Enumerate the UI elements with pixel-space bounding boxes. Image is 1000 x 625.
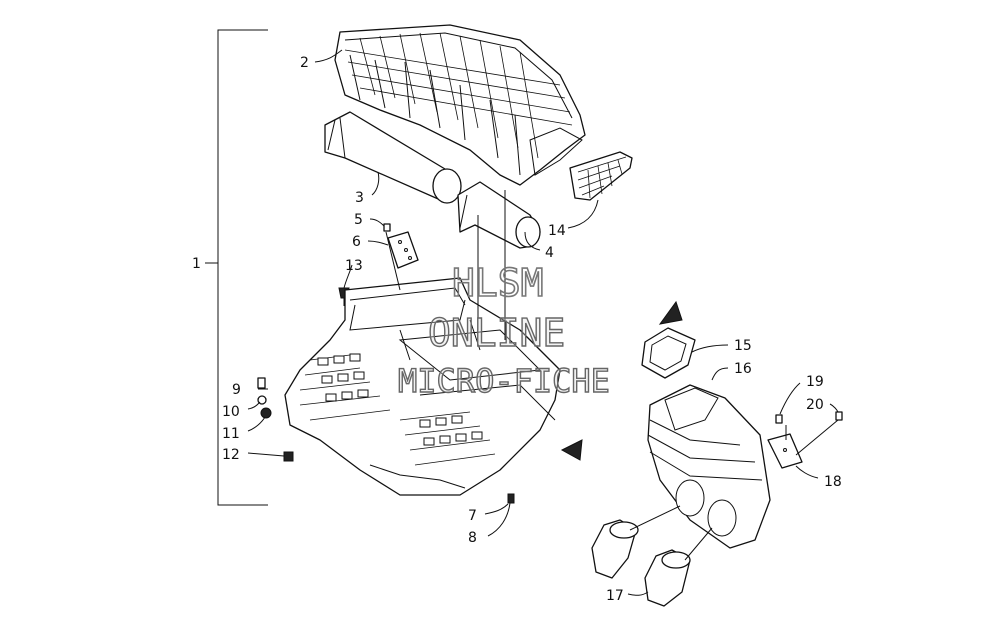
direction-arrows xyxy=(560,300,683,461)
callout-4: 4 xyxy=(545,245,554,261)
watermark-line-1: HLSM xyxy=(452,261,544,305)
callout-20: 20 xyxy=(806,397,824,413)
intake-manifold-part xyxy=(334,24,586,186)
screw-5-part xyxy=(383,223,391,232)
fastener-stack xyxy=(257,377,294,462)
bolt-8-part xyxy=(507,493,515,504)
screw-20-part xyxy=(835,411,843,421)
bracket-plate-part xyxy=(387,231,419,269)
airbox-16-part xyxy=(647,384,771,549)
callout-9: 9 xyxy=(232,382,241,398)
watermark: HLSM ONLINE MICRO-FICHE xyxy=(397,260,610,401)
gasket-15-part xyxy=(641,327,696,379)
callout-1: 1 xyxy=(192,256,201,272)
watermark-line-3: MICRO-FICHE xyxy=(398,362,610,400)
callout-7: 7 xyxy=(468,508,477,524)
direction-arrow-up xyxy=(658,300,683,325)
callout-8: 8 xyxy=(468,530,477,546)
right-intake-tube-part xyxy=(457,181,541,249)
callout-18: 18 xyxy=(824,474,842,490)
watermark-line-2: ONLINE xyxy=(428,311,565,355)
nut-12-part xyxy=(283,451,294,462)
clip-18-part xyxy=(767,433,803,469)
callout-17: 17 xyxy=(606,588,624,604)
callout-16: 16 xyxy=(734,361,752,377)
coupler-17-part xyxy=(591,519,691,607)
callout-14: 14 xyxy=(548,223,566,239)
grommet-11-part xyxy=(260,407,272,419)
callout-6: 6 xyxy=(352,234,361,250)
base-tray-part xyxy=(284,277,561,496)
grille-screen-part xyxy=(569,151,633,201)
left-intake-tube-part xyxy=(324,111,462,204)
callout-labels: 1 2 3 4 5 6 7 8 9 10 11 12 13 14 15 16 1… xyxy=(192,55,842,604)
screw-19-part xyxy=(775,414,783,424)
screw-9-part xyxy=(257,377,266,389)
callout-5: 5 xyxy=(354,212,363,228)
callout-11: 11 xyxy=(222,426,240,442)
callout-19: 19 xyxy=(806,374,824,390)
callout-15: 15 xyxy=(734,338,752,354)
direction-arrow-right xyxy=(560,439,583,461)
screws-19-20 xyxy=(775,411,843,424)
callout-leaders xyxy=(247,49,839,596)
assembly-bracket xyxy=(205,29,268,506)
callout-13: 13 xyxy=(345,258,363,274)
callout-12: 12 xyxy=(222,447,240,463)
base-vent-slots xyxy=(317,353,483,446)
callout-2: 2 xyxy=(300,55,309,71)
callout-3: 3 xyxy=(355,190,364,206)
callout-10: 10 xyxy=(222,404,240,420)
explode-lines xyxy=(385,190,839,561)
